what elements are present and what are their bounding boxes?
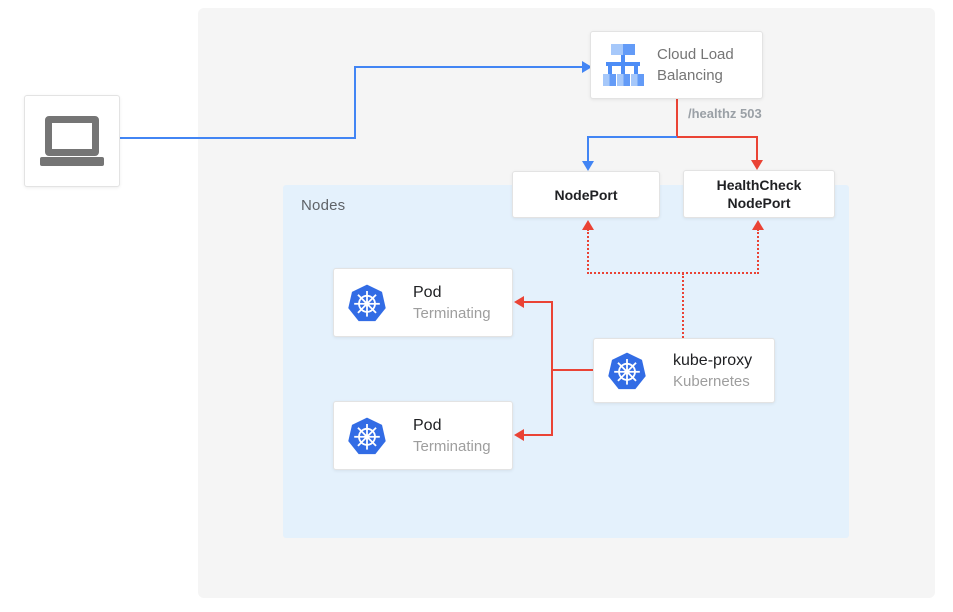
arrowhead-into-healthcheck-bottom [752, 220, 764, 230]
pod-node-2: Pod Terminating [333, 401, 513, 470]
arrowhead-into-pod-2 [514, 429, 524, 441]
pod-node-1: Pod Terminating [333, 268, 513, 337]
nodeport-label: NodePort [554, 186, 618, 203]
connector-kubeproxy-left [552, 369, 593, 371]
arrowhead-into-nodeport-bottom [582, 220, 594, 230]
pod-status: Terminating [413, 304, 491, 322]
connector-to-nodeport [587, 136, 589, 162]
arrowhead-into-clb [582, 61, 592, 73]
kubernetes-icon [608, 352, 646, 389]
load-balancer-icon [599, 41, 647, 89]
connector-to-healthcheck-nodeport [756, 136, 758, 161]
connector-split-left-blue [587, 136, 677, 138]
dotted-connector-kubeproxy-up [682, 273, 684, 338]
kube-proxy-title: kube-proxy [673, 351, 753, 369]
laptop-icon [25, 96, 119, 186]
dotted-connector-horizontal [587, 272, 759, 274]
pod-status: Terminating [413, 437, 491, 455]
connector-to-pod-1 [523, 301, 552, 303]
healthcheck-nodeport-label: HealthCheck NodePort [716, 177, 802, 211]
connector-client-to-clb-segment [120, 137, 355, 139]
kube-proxy-node: kube-proxy Kubernetes [593, 338, 775, 403]
dotted-connector-to-healthcheck [757, 229, 759, 274]
connector-pods-trunk [551, 301, 553, 436]
cloud-load-balancing-node: Cloud Load Balancing [590, 31, 763, 99]
kubernetes-icon [348, 417, 386, 454]
nodeport-node: NodePort [512, 171, 660, 218]
kubernetes-icon [348, 284, 386, 321]
connector-split-right-red [677, 136, 758, 138]
kube-proxy-subtitle: Kubernetes [673, 372, 750, 390]
cloud-load-balancing-label: Cloud Load Balancing [657, 46, 734, 84]
arrowhead-into-nodeport [582, 161, 594, 171]
connector-to-pod-2 [523, 434, 552, 436]
arrowhead-into-healthcheck-nodeport [751, 160, 763, 170]
pod-title: Pod [413, 416, 442, 434]
client-node [24, 95, 120, 187]
connector-client-to-clb-segment [354, 66, 583, 68]
healthz-status-label: /healthz 503 [688, 106, 762, 121]
pod-title: Pod [413, 283, 442, 301]
nodes-panel-label: Nodes [301, 197, 346, 214]
connector-clb-down [676, 99, 678, 137]
arrowhead-into-pod-1 [514, 296, 524, 308]
dotted-connector-to-nodeport [587, 229, 589, 274]
connector-client-to-clb-segment [354, 66, 356, 139]
healthcheck-nodeport-node: HealthCheck NodePort [683, 170, 835, 218]
